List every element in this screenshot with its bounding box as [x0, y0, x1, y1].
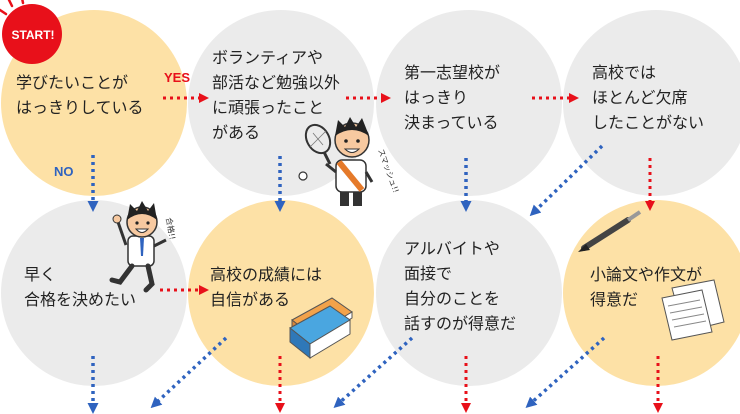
question-q4: 高校では ほとんど欠席 したことがない: [592, 63, 705, 132]
yes-label: YES: [164, 70, 190, 85]
arrow-q8-diag: [525, 336, 606, 408]
question-q1: 学びたいことが はっきりしている: [16, 73, 144, 117]
arrow-q6-diag: [150, 336, 228, 409]
boy-cheer-illustration: 合格!!: [109, 201, 178, 293]
boy1-caption: スマッシュ!!: [376, 148, 400, 194]
question-q5: 早く 合格を決めたい: [24, 265, 137, 309]
question-q6: 高校の成績には 自信がある: [210, 265, 323, 309]
arrow-q7-diag: [333, 336, 414, 408]
pencil-icon: [578, 210, 642, 252]
no-label: NO: [54, 164, 74, 179]
start-label: START!: [11, 28, 54, 42]
circle-q3: [376, 10, 562, 196]
start-badge: START!: [0, 0, 62, 64]
circle-q6: [188, 200, 374, 386]
books-icon: [289, 297, 353, 360]
question-q2: ボランティアや 部活など勉強以外 に頑張ったこと がある: [212, 48, 341, 142]
circle-q7: [376, 200, 562, 386]
boy-racket-illustration: スマッシュ!!: [298, 117, 400, 206]
arrow-q4-q7: [529, 144, 604, 217]
circle-q5: [1, 200, 187, 386]
boy2-caption: 合格!!: [164, 217, 178, 241]
question-q7: アルバイトや 面接で 自分のことを 話すのが得意だ: [404, 239, 517, 333]
question-q3: 第一志望校が はっきり 決まっている: [404, 63, 501, 132]
question-q8: 小論文や作文が 得意だ: [590, 265, 703, 309]
papers-icon: [661, 279, 725, 341]
